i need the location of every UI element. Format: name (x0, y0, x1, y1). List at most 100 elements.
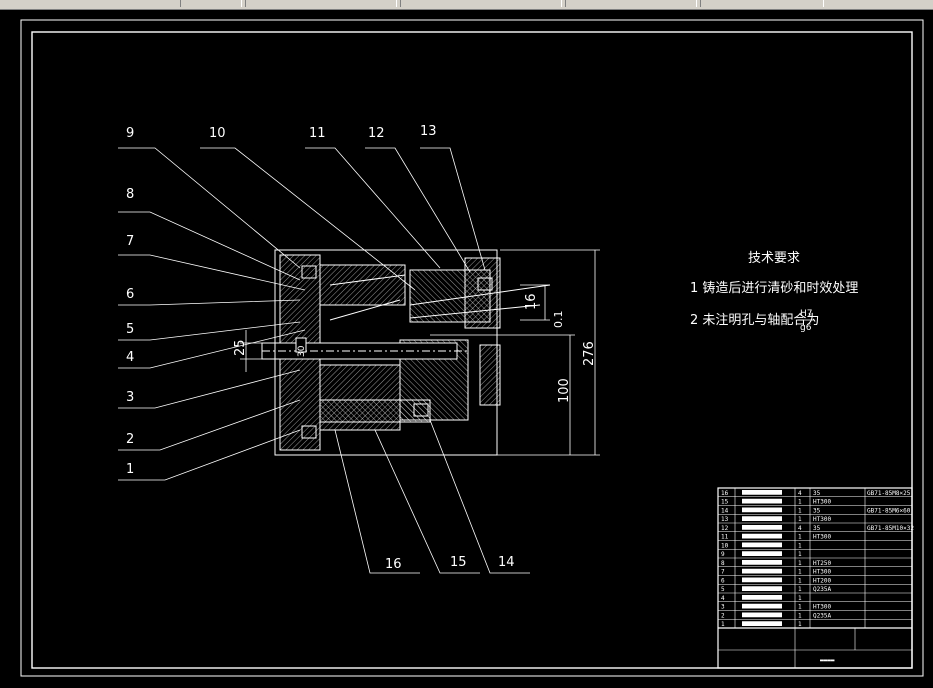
dim-30: 30 (297, 345, 307, 357)
bom-material: HT250 (813, 560, 831, 567)
bom-material: Q235A (813, 612, 831, 619)
toolbar-segment[interactable] (400, 0, 562, 7)
fit-g6: g6 (800, 323, 812, 333)
bom-qty: 1 (798, 542, 802, 549)
bom-no: 11 (721, 534, 729, 541)
dim-276: 276 (582, 341, 597, 366)
bom-material: HT300 (813, 516, 831, 523)
callout-2: 2 (126, 432, 134, 447)
toolbar-segment[interactable] (565, 0, 697, 7)
bom-qty: 1 (798, 507, 802, 514)
bom-qty: 1 (798, 534, 802, 541)
assembly-section (261, 249, 551, 456)
bom-no: 10 (721, 542, 729, 549)
bom-standard: GB71-85M8×25 (867, 490, 911, 497)
bom-name-cell (742, 568, 782, 574)
callout-12: 12 (368, 126, 385, 141)
drawing-canvas: 1 2 3 4 5 6 7 8 9 10 11 12 13 14 15 16 2… (20, 19, 924, 677)
bom-material: Q235A (813, 586, 831, 593)
tech-req-line-1: 1 铸造后进行清砂和时效处理 (690, 280, 858, 296)
fit-h7: H7 (800, 309, 813, 319)
toolbar-segment[interactable] (245, 0, 397, 7)
outer-frame (20, 19, 924, 677)
bom-no: 6 (721, 577, 725, 584)
bom-material: HT300 (813, 499, 831, 506)
leader-lines (118, 147, 530, 574)
bom-qty: 1 (798, 621, 802, 628)
bom-standard: GB71-85M10×32 (867, 525, 914, 532)
bom-name-cell (742, 542, 782, 548)
bom-qty: 1 (798, 551, 802, 558)
bom-material: 35 (813, 525, 821, 532)
toolbar-strip (0, 0, 933, 10)
toolbar-segment[interactable] (700, 0, 824, 7)
bom-name-cell (742, 621, 782, 626)
callout-6: 6 (126, 287, 134, 302)
bom-name-cell (742, 490, 782, 495)
callout-8: 8 (126, 187, 134, 202)
bom-no: 15 (721, 499, 729, 506)
inner-frame (31, 31, 913, 669)
bom-material: HT300 (813, 569, 831, 576)
callout-16: 16 (385, 557, 402, 572)
bom-no: 1 (721, 621, 725, 628)
bom-qty: 1 (798, 595, 802, 602)
bom-no: 2 (721, 612, 725, 619)
callout-5: 5 (126, 322, 134, 337)
bom-name-cell (742, 516, 782, 521)
bom-qty: 1 (798, 560, 802, 567)
callout-13: 13 (420, 124, 437, 139)
callout-1: 1 (126, 462, 134, 477)
bom-material: 35 (813, 507, 821, 514)
dimension-lines (240, 249, 600, 456)
bom-no: 4 (721, 595, 725, 602)
bom-qty: 4 (798, 490, 802, 497)
bom-no: 8 (721, 560, 725, 567)
bom-no: 14 (721, 507, 729, 514)
tech-req-line-2: 2 未注明孔与轴配合为 (690, 313, 819, 328)
callout-3: 3 (126, 390, 134, 405)
callout-9: 9 (126, 126, 134, 141)
bom-material: HT300 (813, 534, 831, 541)
bom-no: 5 (721, 586, 725, 593)
bom-no: 3 (721, 604, 725, 611)
bom-qty: 1 (798, 604, 802, 611)
bom-no: 9 (721, 551, 725, 558)
toolbar-segment[interactable] (180, 0, 242, 7)
bom-qty: 1 (798, 586, 802, 593)
callout-10: 10 (209, 126, 226, 141)
bom-qty: 1 (798, 577, 802, 584)
technical-requirements: 技术要求 1 铸造后进行清砂和时效处理 2 未注明孔与轴配合为 H7 g6 (690, 251, 858, 333)
callout-11: 11 (309, 126, 326, 141)
bom-name-cell (742, 612, 782, 618)
bom-name-cell (742, 586, 782, 591)
dim-100: 100 (557, 378, 572, 403)
bom-name-cell (742, 577, 782, 583)
callout-7: 7 (126, 234, 134, 249)
bom-name-cell (742, 603, 782, 609)
bom-name-cell (742, 498, 782, 504)
dim-16: 16 (524, 293, 539, 310)
bom-no: 16 (721, 490, 729, 497)
bom-name-cell (742, 560, 782, 565)
dim-0-1: 0.1 (552, 311, 565, 329)
callout-15: 15 (450, 555, 467, 570)
bom-material: HT300 (813, 604, 831, 611)
bom-name-cell (742, 595, 782, 600)
bom-qty: 1 (798, 612, 802, 619)
bom-standard: GB71-85M6×60 (867, 507, 911, 514)
bom-qty: 1 (798, 569, 802, 576)
bom-name-cell (742, 551, 782, 556)
bom-no: 7 (721, 569, 725, 576)
callout-4: 4 (126, 350, 134, 365)
bom-name-cell (742, 533, 782, 539)
bom-qty: 1 (798, 499, 802, 506)
bom-material: 35 (813, 490, 821, 497)
bom-table (717, 487, 913, 669)
bom-no: 13 (721, 516, 729, 523)
bom-qty: 4 (798, 525, 802, 532)
bom-qty: 1 (798, 516, 802, 523)
bom-material: HT200 (813, 577, 831, 584)
bom-name-cell (742, 507, 782, 513)
